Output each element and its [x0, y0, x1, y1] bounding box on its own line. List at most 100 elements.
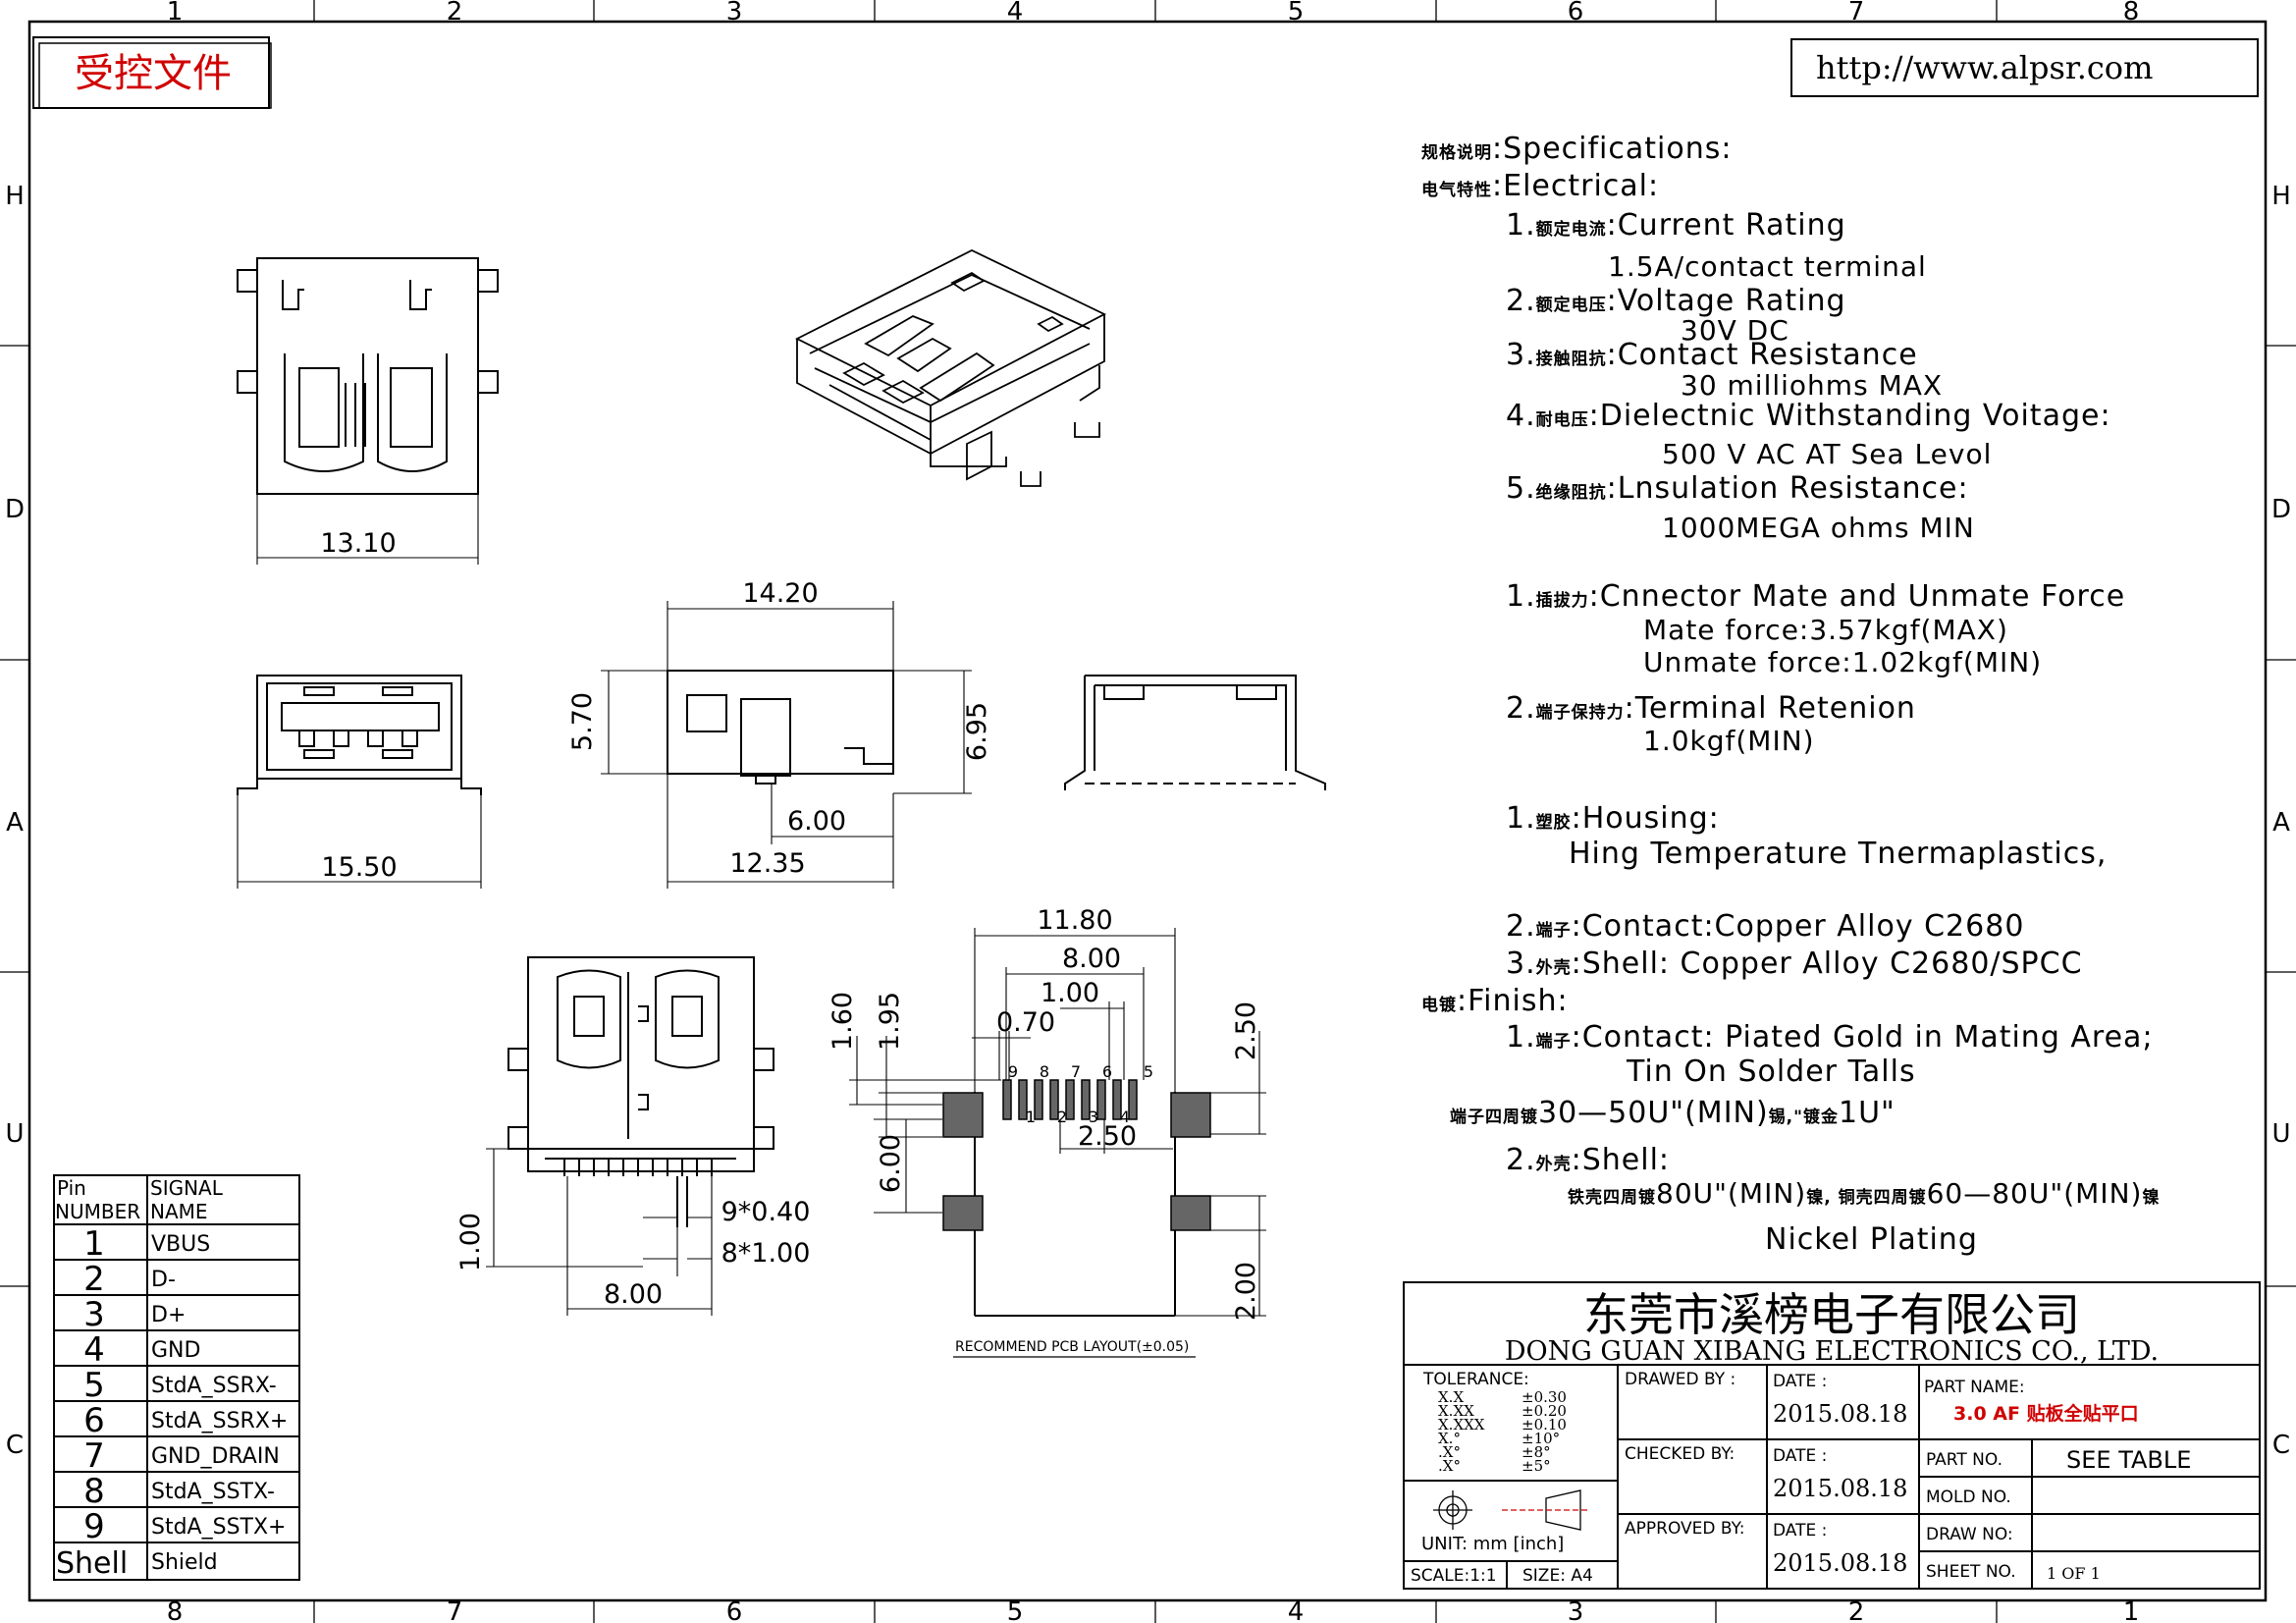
tolerance-key: X.X — [1438, 1388, 1464, 1406]
frame-bottom-2: 2 — [1848, 1597, 1865, 1623]
pin-number: 9 — [83, 1507, 105, 1546]
pin-signal-name: Shield — [151, 1550, 218, 1575]
dim-6-00: 6.00 — [787, 806, 846, 837]
pin-number: 3 — [83, 1295, 105, 1334]
dim-5-70: 5.70 — [567, 692, 598, 751]
draw-no-label: DRAW NO: — [1926, 1525, 2013, 1544]
pcb-caption: RECOMMEND PCB LAYOUT(±0.05) — [955, 1339, 1189, 1355]
date-label-3: DATE : — [1773, 1521, 1827, 1541]
top-view: 13.10 — [237, 257, 499, 565]
pcb-pin-3: 3 — [1089, 1108, 1098, 1126]
spec-finish-contact-tin: Tin On Solder Talls — [1626, 1055, 1916, 1089]
website-url[interactable]: http://www.alpsr.com — [1816, 49, 2153, 86]
scale-label: SCALE:1:1 — [1411, 1566, 1497, 1586]
mold-no-label: MOLD NO. — [1926, 1488, 2011, 1507]
part-no-value: SEE TABLE — [2066, 1446, 2191, 1474]
stamp-text: 受控文件 — [75, 51, 232, 96]
pcb-pin-9: 9 — [1008, 1062, 1018, 1081]
tolerance-value: ±0.10 — [1522, 1416, 1567, 1434]
spec-contact-resistance: 3.接触阻抗:Contact Resistance — [1506, 338, 1918, 372]
frame-left-C: C — [6, 1431, 24, 1460]
spec-mate-force-value: Mate force:3.57kgf(MAX) — [1643, 614, 2008, 646]
frame-bottom-8: 8 — [167, 1597, 184, 1623]
spec-housing-value: Hing Temperature Tnermaplastics, — [1569, 837, 2107, 871]
pcb-layout: 9 8 7 6 5 1 2 3 4 — [828, 905, 1266, 1358]
date-label-1: DATE : — [1773, 1372, 1827, 1391]
spec-contact-resistance-value: 30 milliohms MAX — [1681, 369, 1943, 402]
spec-voltage-value: 30V DC — [1681, 314, 1789, 347]
frame-left-H: H — [5, 182, 25, 211]
dim-6-95: 6.95 — [962, 702, 992, 761]
dim-8x1-00: 8*1.00 — [721, 1238, 811, 1269]
spec-finish-shell-plating: 铁壳四周镀80U"(MIN)镍, 铜壳四周镀60—80U"(MIN)镍 — [1568, 1177, 2160, 1210]
dim-15-50: 15.50 — [321, 852, 397, 883]
frame-left-A: A — [6, 808, 24, 838]
size-label: SIZE: A4 — [1522, 1566, 1593, 1586]
spec-dielectric: 4.耐电压:Dielectnic Withstanding Voitage: — [1506, 399, 2111, 433]
frame-right-D: D — [2271, 495, 2291, 524]
frame-bottom-7: 7 — [447, 1597, 463, 1623]
part-name-label: PART NAME: — [1924, 1378, 2025, 1397]
frame-bottom-1: 1 — [2123, 1597, 2140, 1623]
drawed-by-label: DRAWED BY : — [1625, 1370, 1735, 1389]
side-view: 14.20 5.70 6.95 6.00 12.35 — [567, 578, 992, 889]
bottom-view: 1.00 9*0.40 8*1.00 8.00 — [455, 956, 811, 1316]
company-name-cn: 东莞市溪榜电子有限公司 — [1583, 1288, 2080, 1341]
frame-top-7: 7 — [1848, 0, 1865, 27]
spec-mate-force: 1.插拔力:Cnnector Mate and Unmate Force — [1506, 579, 2125, 614]
pin-number: Shell — [56, 1546, 128, 1581]
pcb-pin-4: 4 — [1120, 1108, 1130, 1126]
spec-shell-material: 3.外壳:Shell: Copper Alloy C2680/SPCC — [1506, 947, 2083, 981]
controlled-document-stamp: 受控文件 — [32, 36, 272, 109]
tolerance-value: ±10° — [1522, 1430, 1560, 1447]
spec-terminal-retention-value: 1.0kgf(MIN) — [1643, 725, 1815, 757]
frame-bottom-5: 5 — [1007, 1597, 1024, 1623]
pin-signal-name: StdA_SSRX+ — [151, 1409, 288, 1434]
spec-insulation: 5.绝缘阻抗:Lnsulation Resistance: — [1506, 471, 1969, 506]
frame-left-U: U — [5, 1119, 24, 1149]
frame-top-8: 8 — [2123, 0, 2140, 27]
pcb-pin-6: 6 — [1102, 1062, 1112, 1081]
frame-top-5: 5 — [1288, 0, 1305, 27]
pin-signal-name: GND — [151, 1338, 200, 1363]
pin-signal-name: D+ — [151, 1303, 186, 1327]
frame-bottom-6: 6 — [726, 1597, 743, 1623]
pcb-dim-1-95: 1.95 — [875, 992, 905, 1051]
pin-signal-name: VBUS — [151, 1232, 210, 1257]
pcb-pin-2: 2 — [1057, 1108, 1067, 1126]
pin-signal-name: StdA_SSTX+ — [151, 1515, 286, 1540]
pin-number: 4 — [83, 1330, 105, 1370]
frame-bottom-3: 3 — [1568, 1597, 1584, 1623]
spec-voltage-rating: 2.额定电压:Voltage Rating — [1506, 284, 1846, 318]
unit-label: UNIT: mm [inch] — [1421, 1534, 1564, 1554]
dim-13-10: 13.10 — [320, 528, 396, 559]
pcb-pin-1: 1 — [1026, 1108, 1036, 1126]
tolerance-key: .X° — [1438, 1457, 1461, 1475]
frame-top-3: 3 — [726, 0, 743, 27]
spec-electrical: 电气特性:Electrical: — [1421, 169, 1659, 203]
spec-housing: 1.塑胶:Housing: — [1506, 801, 1720, 836]
sheet-value: 1 OF 1 — [2047, 1564, 2101, 1583]
pcb-dim-8-00: 8.00 — [1062, 944, 1121, 974]
front-view: 15.50 — [237, 675, 482, 889]
pin-table-header-pin-1: Pin — [57, 1176, 86, 1200]
spec-contact-material: 2.端子:Contact:Copper Alloy C2680 — [1506, 909, 2024, 944]
spec-finish: 电镀:Finish: — [1421, 984, 1569, 1018]
rear-view — [1064, 675, 1326, 790]
frame-top-4: 4 — [1007, 0, 1024, 27]
frame-left-D: D — [5, 495, 25, 524]
pin-number: 1 — [83, 1224, 105, 1264]
tolerance-key: X.° — [1438, 1430, 1461, 1447]
frame-bottom-4: 4 — [1288, 1597, 1305, 1623]
pcb-dim-11-80: 11.80 — [1037, 905, 1112, 936]
pcb-dim-2-50-right: 2.50 — [1231, 1001, 1261, 1060]
dim-1-00-vertical: 1.00 — [455, 1213, 486, 1271]
pcb-dim-1-00: 1.00 — [1041, 978, 1099, 1008]
title-block: 东莞市溪榜电子有限公司 DONG GUAN XIBANG ELECTRONICS… — [1403, 1281, 2261, 1590]
frame-right-H: H — [2271, 182, 2291, 211]
sheet-no-label: SHEET NO. — [1926, 1562, 2016, 1582]
specifications: 规格说明:Specifications: 电气特性:Electrical: 1.… — [1421, 132, 2160, 1257]
spec-finish-contact-plating: 端子四周镀30—50U"(MIN)锡,"镀金1U" — [1450, 1096, 1896, 1130]
